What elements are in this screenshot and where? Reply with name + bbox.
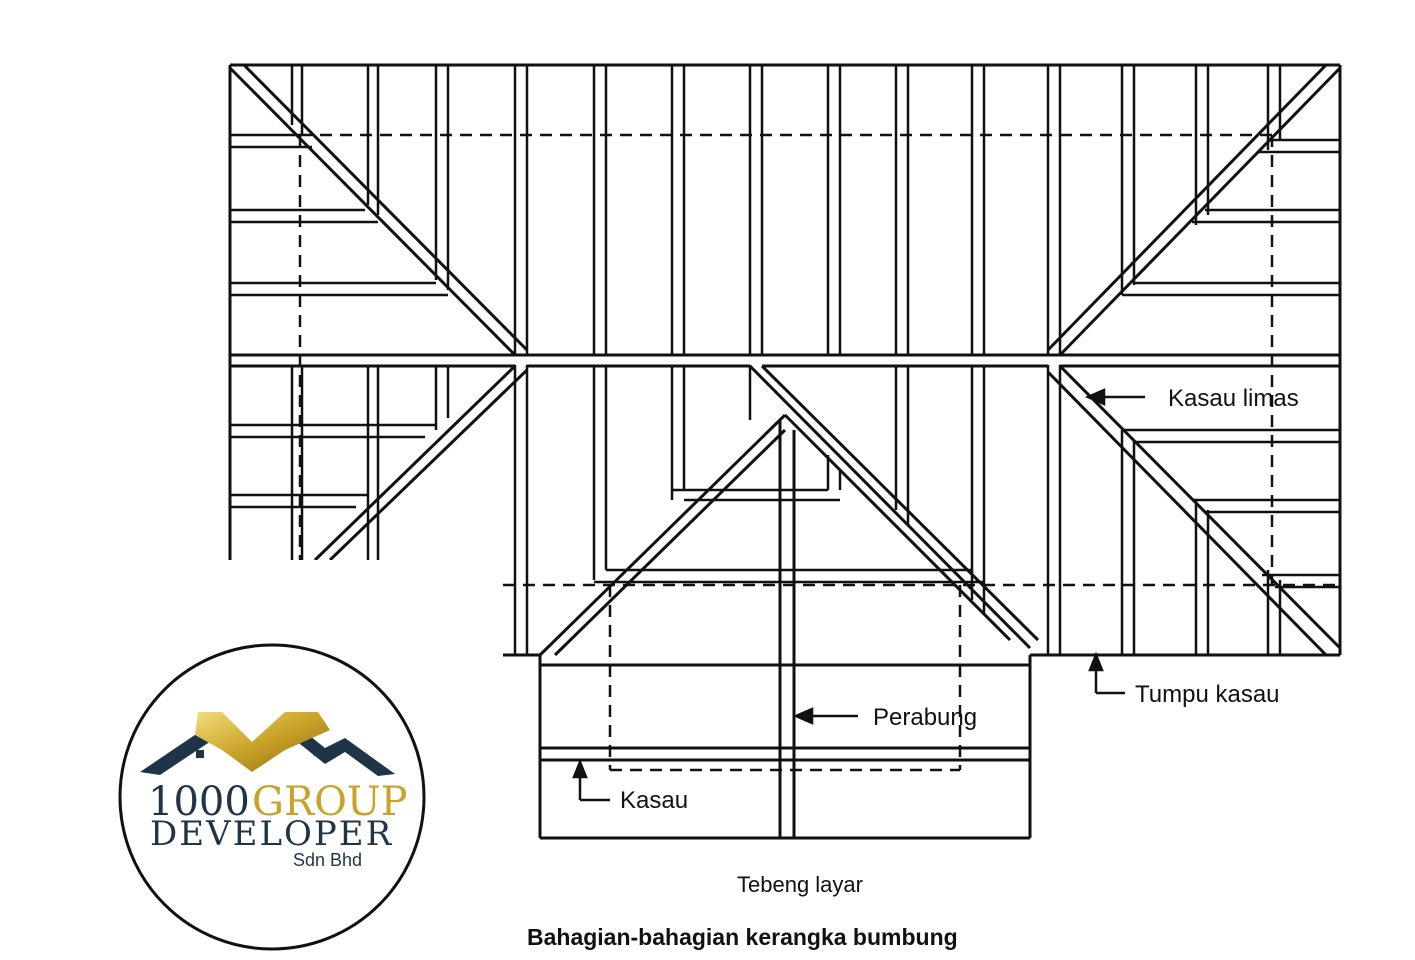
- svg-text:DEVELOPER: DEVELOPER: [150, 814, 393, 854]
- svg-text:Kasau limas: Kasau limas: [1168, 385, 1299, 412]
- diagram-title: Bahagian-bahagian kerangka bumbung: [527, 924, 958, 950]
- arrow-left-icon: [572, 758, 610, 802]
- label-hip-rafter: Kasau limas: [1084, 385, 1299, 412]
- common-rafters: [290, 65, 1282, 655]
- label-ridge: Perabung: [792, 704, 977, 731]
- svg-text:Sdn Bhd: Sdn Bhd: [293, 850, 362, 870]
- svg-text:Perabung: Perabung: [873, 704, 977, 731]
- svg-text:Kasau: Kasau: [620, 787, 688, 814]
- rafter-pair: [290, 65, 1282, 355]
- label-wall-plate: Tumpu kasau: [1088, 651, 1280, 708]
- arrow-left-icon: [1088, 651, 1125, 695]
- main-ridge: [230, 353, 1340, 368]
- svg-text:GROUP: GROUP: [252, 779, 408, 825]
- company-logo: 1000 GROUP DEVELOPER Sdn Bhd: [118, 643, 426, 951]
- gable-caption: Tebeng layar: [737, 872, 863, 897]
- svg-text:1000: 1000: [148, 779, 250, 825]
- arrow-left-icon: [792, 707, 858, 725]
- hip-rafters: [228, 63, 1342, 657]
- house-roof-icon: [140, 712, 395, 776]
- svg-text:Tumpu kasau: Tumpu kasau: [1135, 681, 1280, 708]
- jack-rafters: [230, 133, 1340, 589]
- wall-outline-dashed: [298, 133, 1340, 772]
- arrow-left-icon: [1084, 388, 1145, 406]
- gable-extension: [538, 420, 1032, 840]
- label-rafter: Kasau: [572, 758, 688, 814]
